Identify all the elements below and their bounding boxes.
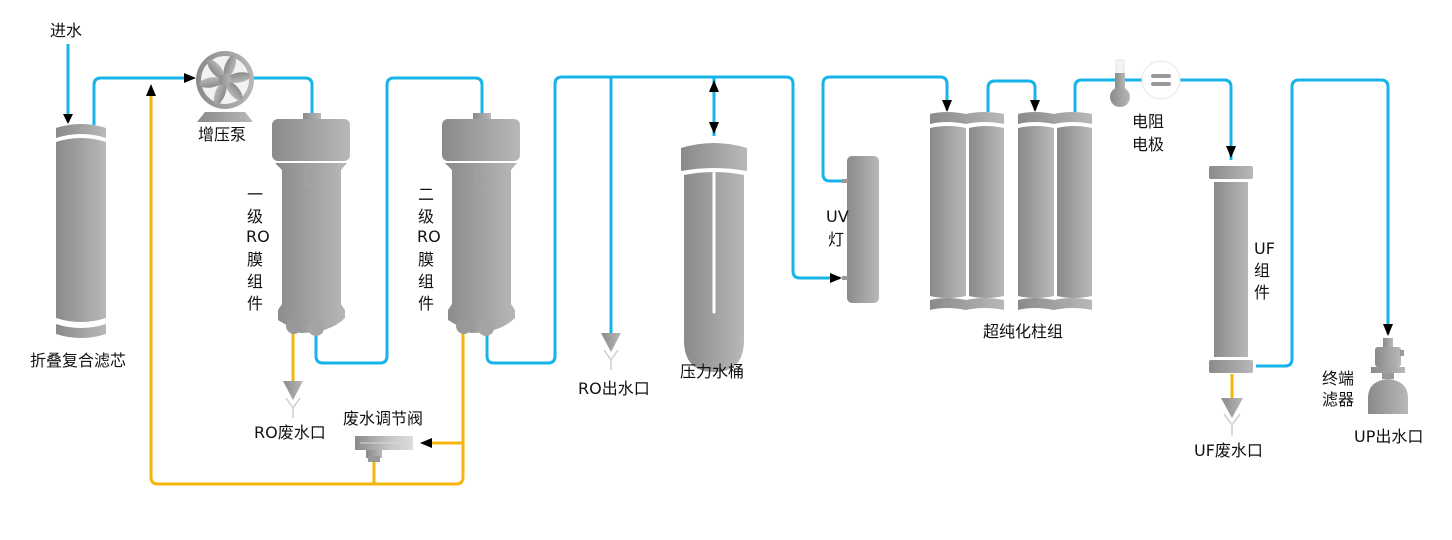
- pressure-tank[interactable]: [681, 143, 747, 372]
- label-waste-valve: 废水调节阀: [343, 409, 423, 428]
- label-ro1-char: 级: [247, 207, 263, 226]
- conductivity-sensor-icon: [1141, 60, 1181, 100]
- label-pump: 增压泵: [198, 125, 246, 144]
- pipe-recycle-loop: [149, 90, 465, 486]
- funnel-outlet-icon: [1221, 398, 1243, 418]
- label-terminal-filter: 终端 滤器: [1322, 369, 1354, 409]
- pipe-uv-to-columns: [821, 75, 949, 183]
- thermometer-icon: [1110, 73, 1130, 107]
- arrow-right-icon: [184, 73, 196, 83]
- uv-lamp[interactable]: [842, 156, 879, 303]
- ro-product-outlet[interactable]: [601, 333, 621, 370]
- label-uf-line: 组: [1254, 261, 1270, 280]
- pipe-columns-link: [986, 79, 1037, 112]
- arrow-down-icon: [709, 122, 719, 134]
- waste-pipes: [146, 84, 1234, 486]
- label-ro1-char: RO: [246, 227, 270, 246]
- label-ro1-char: 膜: [247, 250, 263, 269]
- label-uf-module: UF 组 件: [1254, 239, 1275, 302]
- polishing-column-pair-1: [930, 112, 1004, 310]
- ro1-membrane-module[interactable]: [272, 113, 350, 336]
- label-uv-lamp: UV 灯: [826, 207, 849, 249]
- terminal-filter[interactable]: [1368, 338, 1408, 414]
- uf-waste-outlet[interactable]: [1221, 398, 1243, 436]
- uf-module[interactable]: [1209, 166, 1253, 373]
- label-uf-line: UF: [1254, 239, 1275, 258]
- label-ro1-char: 组: [247, 272, 263, 291]
- funnel-outlet-icon: [283, 381, 303, 400]
- arrow-down-icon: [1383, 324, 1393, 336]
- label-polish-columns: 超纯化柱组: [983, 322, 1063, 341]
- label-ro1: 一 级 RO 膜 组 件: [246, 185, 270, 313]
- label-uv-line: UV: [826, 207, 849, 226]
- arrow-down-icon: [1030, 100, 1040, 112]
- fan-pump-icon: [199, 55, 251, 105]
- arrow-down-icon: [942, 100, 952, 112]
- pipe-uf-to-terminal: [1256, 78, 1390, 368]
- label-uf-line: 件: [1254, 283, 1270, 302]
- arrow-down-icon: [1226, 146, 1236, 158]
- prefilter-cartridge[interactable]: [56, 124, 106, 338]
- label-ro1-char: 一: [247, 185, 263, 204]
- label-ro-outlet: RO出水口: [578, 379, 650, 398]
- label-terminal-line: 终端: [1322, 369, 1354, 388]
- polishing-column-group[interactable]: [930, 112, 1092, 310]
- pipe-pump-to-ro1: [253, 76, 314, 113]
- pipe-ro2-to-header: [485, 75, 840, 365]
- label-ro1-char: 件: [247, 294, 263, 313]
- label-ro2-char: RO: [417, 227, 441, 246]
- label-ro2-char: 组: [418, 272, 434, 291]
- label-electrode-line: 电阻: [1132, 112, 1164, 131]
- label-uf-waste-outlet: UF废水口: [1194, 441, 1263, 460]
- label-ro2-char: 件: [418, 294, 434, 313]
- label-up-outlet: UP出水口: [1354, 427, 1423, 446]
- label-resistivity-electrode: 电阻 电极: [1132, 112, 1164, 154]
- label-prefilter: 折叠复合滤芯: [30, 351, 126, 370]
- ro2-membrane-module[interactable]: [442, 113, 520, 336]
- label-ro2-char: 级: [418, 207, 434, 226]
- resistivity-electrode[interactable]: [1110, 59, 1181, 107]
- label-ro2: 二 级 RO 膜 组 件: [417, 185, 441, 313]
- pipe-ro1-to-ro2: [314, 76, 484, 365]
- label-ro2-char: 膜: [418, 250, 434, 269]
- arrow-up-icon: [146, 84, 156, 96]
- label-ro-waste-outlet: RO废水口: [254, 423, 326, 442]
- ro-waste-outlet[interactable]: [283, 381, 303, 418]
- booster-pump[interactable]: [196, 51, 254, 122]
- arrow-right-icon: [830, 273, 842, 283]
- label-ro2-char: 二: [418, 185, 434, 204]
- polishing-column-pair-2: [1018, 112, 1092, 310]
- label-uv-line: 灯: [828, 230, 844, 249]
- label-inlet: 进水: [50, 21, 82, 40]
- arrow-up-icon: [709, 80, 719, 92]
- label-electrode-line: 电极: [1132, 135, 1164, 154]
- waste-regulating-valve[interactable]: [355, 436, 413, 462]
- pipe-prefilter-to-pump: [92, 76, 188, 125]
- arrow-left-icon: [420, 438, 432, 448]
- funnel-outlet-icon: [601, 333, 621, 352]
- label-pressure-tank: 压力水桶: [680, 362, 744, 381]
- arrow-down-icon: [63, 114, 73, 124]
- label-terminal-line: 滤器: [1322, 390, 1354, 409]
